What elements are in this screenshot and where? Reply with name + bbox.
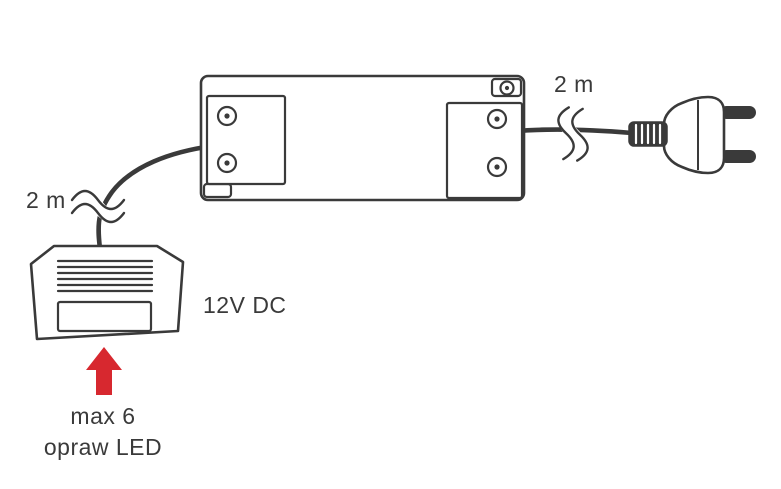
- output-cable: [96, 143, 215, 252]
- break-squiggle: [70, 202, 126, 224]
- cable-right-length-label: 2 m: [554, 71, 594, 97]
- terminal-panel-right: [445, 101, 524, 200]
- screw-icon: [486, 108, 508, 130]
- power-supply-unit: [199, 74, 526, 202]
- cable-break-left: [66, 189, 130, 224]
- arrow-up-icon: [86, 347, 122, 395]
- mounting-tab-bottom-left: [202, 182, 233, 199]
- plug-pin-top: [720, 106, 756, 119]
- output-voltage-label: 12V DC: [203, 292, 287, 318]
- cable-grip-ribs: [628, 121, 668, 147]
- output-cable-line: [96, 143, 215, 252]
- plug-pin-bottom: [720, 150, 756, 163]
- break-squiggle: [557, 106, 575, 161]
- eu-plug: [628, 95, 756, 175]
- screw-icon: [216, 152, 238, 174]
- cable-left-length-label: 2 m: [26, 187, 66, 213]
- plug-body: [662, 95, 726, 175]
- distributor-label-panel: [56, 300, 153, 333]
- screw-icon: [486, 156, 508, 178]
- terminal-panel-left: [205, 94, 287, 186]
- break-squiggle: [70, 189, 126, 211]
- max-fixtures-label-line1: max 6: [70, 403, 135, 429]
- input-arrow: [86, 347, 122, 395]
- break-squiggle: [571, 107, 589, 162]
- led-distributor-box: [29, 244, 185, 341]
- cable-break-right: [557, 102, 589, 166]
- max-fixtures-label-line2: opraw LED: [44, 434, 162, 460]
- screw-icon: [499, 80, 515, 96]
- vent-slots: [56, 259, 154, 293]
- screw-icon: [216, 105, 238, 127]
